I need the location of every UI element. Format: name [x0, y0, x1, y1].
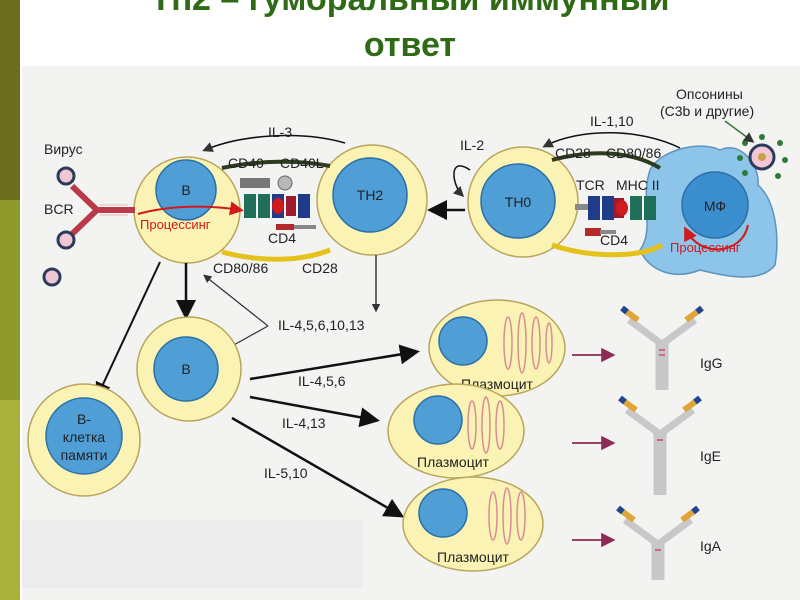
slide-title-line1: Th2 – гуморальный иммунный: [20, 0, 800, 19]
bcr-receptor: [69, 183, 135, 237]
th2-label: TH2: [357, 187, 384, 203]
plasma-cell-2-nucleus: [413, 395, 463, 445]
th0-nucleus: [480, 163, 556, 239]
arrow-to-plasma-iga: [231, 416, 405, 518]
opsonins-label-line1: Опсонины: [676, 86, 743, 102]
b-th2-synapse-arc-bottom: [221, 247, 331, 262]
macrophage-label: МФ: [704, 198, 726, 214]
virus-label: Вирус: [44, 141, 83, 157]
igg-antibody-icon: [620, 305, 704, 390]
processing-left-arrow: [137, 201, 244, 216]
slide-title-line2: ответ: [363, 26, 457, 64]
il1-10-arrow: [542, 132, 681, 149]
b-cell-middle-nucleus: [153, 336, 219, 402]
memory-b-nucleus: [45, 397, 123, 475]
cd28-right-label: CD28: [555, 145, 591, 161]
th0-mf-synapse-arc-top: [551, 151, 662, 170]
b-th2-synapse-arc-top: [221, 159, 331, 170]
opsonized-virus: [737, 134, 788, 179]
macrophage-processing-arrow: [684, 224, 749, 251]
plasma-cell-1-er: [503, 312, 553, 374]
plasma-cell-3-er: [488, 487, 526, 545]
processing-left-label: Процессинг: [140, 217, 211, 232]
opsonins-label-line2: (С3b и другие): [660, 103, 754, 119]
macrophage-nucleus: [681, 171, 749, 239]
b-cell-middle-label: B: [181, 361, 190, 377]
iga-label: IgA: [700, 538, 722, 554]
igg-label: IgG: [700, 355, 723, 371]
arrow-to-plasma-ige: [249, 395, 380, 428]
virus-particles: [42, 166, 76, 287]
tcr-label: TCR: [576, 177, 605, 193]
th2-nucleus: [332, 157, 408, 233]
memory-label-line1: В-: [77, 411, 91, 427]
cd40l-label: CD40L: [280, 155, 324, 171]
plasma-cell-3-label: Плазмоцит: [437, 549, 510, 565]
processing-right-label: Процессинг: [670, 240, 741, 255]
sidebar-stripe-bottom: [0, 400, 20, 600]
il3-label: IL-3: [268, 124, 292, 140]
cd28-left-label: CD28: [302, 260, 338, 276]
il3-arrow: [202, 134, 346, 152]
il-list-bracket: [205, 276, 269, 347]
il-4-5-6-label: IL-4,5,6: [298, 373, 346, 389]
cd40-label: CD40: [228, 155, 264, 171]
cd4-left-label: CD4: [268, 230, 296, 246]
plasma-cell-3-nucleus: [418, 488, 468, 538]
memory-label-line2: клетка: [63, 429, 106, 445]
il-4-13-label: IL-4,13: [282, 415, 326, 431]
il-4-13-list-label: IL-4,5,6,10,13: [278, 317, 365, 333]
opsonin-pointer-arrow: [724, 120, 755, 143]
diagram-lower-panel: [22, 520, 362, 588]
bcr-label: BCR: [44, 201, 74, 217]
arrow-to-plasma-igg: [249, 344, 420, 381]
ige-label: IgE: [700, 448, 721, 464]
il-5-10-label: IL-5,10: [264, 465, 308, 481]
th0-mf-synapse-arc-bottom: [551, 242, 664, 258]
tcr-mhc-complex: [575, 196, 656, 236]
sidebar-stripe-top: [0, 0, 20, 200]
b-to-memory-arrow: [95, 261, 161, 399]
ige-antibody-icon: [618, 395, 702, 495]
plasma-cell-2-er: [467, 396, 505, 454]
plasma-cell-2-label: Плазмоцит: [417, 454, 490, 470]
b-cell-top-label: B: [181, 182, 190, 198]
il2-label: IL-2: [460, 137, 484, 153]
iga-antibody-icon: [616, 505, 700, 580]
cd80-86-left-label: CD80/86: [213, 260, 268, 276]
cd40-cd40l-complex: [240, 175, 316, 230]
memory-label-line3: памяти: [61, 447, 108, 463]
th0-label: TH0: [505, 194, 532, 210]
cd80-86-right-label: CD80/86: [606, 145, 661, 161]
il2-autocrine-arrow: [452, 165, 471, 198]
sidebar-stripe-middle: [0, 200, 20, 400]
plasma-cell-1-nucleus: [438, 316, 488, 366]
cd4-right-label: CD4: [600, 232, 628, 248]
il1-10-label: IL-1,10: [590, 113, 634, 129]
b-cell-top-nucleus: [155, 159, 217, 221]
mhc2-label: MHC II: [616, 177, 660, 193]
